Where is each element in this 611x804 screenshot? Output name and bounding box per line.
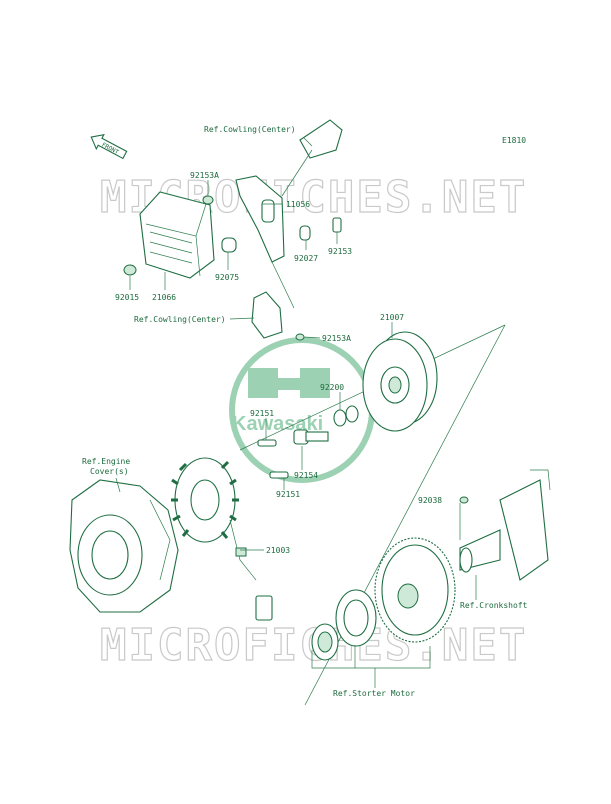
label-ref-engine-1: Ref.Engine: [82, 457, 130, 466]
bolt-92153A-mid: [295, 333, 305, 341]
bolt-92151-b: [269, 471, 289, 479]
bolt-92154: [293, 429, 329, 445]
key-92038: [459, 496, 469, 504]
label-92015: 92015: [115, 293, 139, 302]
bracket-11056: [235, 119, 343, 263]
collar-92075: [221, 237, 237, 253]
grommet-92027: [299, 225, 311, 241]
label-92153A-mid: 92153A: [322, 334, 351, 343]
label-ref-cowling-top: Ref.Cowling(Center): [204, 125, 296, 134]
label-92153: 92153: [328, 247, 352, 256]
label-92151-a: 92151: [250, 409, 274, 418]
label-21066: 21066: [152, 293, 176, 302]
bolt-92151-a: [257, 439, 277, 447]
label-ref-engine-2: Cover(s): [90, 467, 129, 476]
label-92038: 92038: [418, 496, 442, 505]
regulator-21066: [139, 191, 215, 279]
front-arrow: FRONT: [90, 133, 128, 160]
stator-21003: [171, 457, 273, 621]
label-21007: 21007: [380, 313, 404, 322]
label-ref-crankshaft: Ref.Cronkshoft: [460, 601, 528, 610]
nut-92015: [123, 264, 137, 276]
crankshaft: [459, 469, 551, 581]
label-21003: 21003: [266, 546, 290, 555]
label-92027: 92027: [294, 254, 318, 263]
diagram-code: E1810: [502, 136, 526, 145]
washer-92200: [333, 409, 347, 427]
label-11056: 11056: [286, 200, 310, 209]
rotor-21007: [362, 331, 438, 432]
label-92075: 92075: [215, 273, 239, 282]
label-ref-starter-motor: Ref.Storter Motor: [333, 689, 415, 698]
bolt-92153A-top: [202, 195, 214, 205]
engine-cover: [69, 479, 179, 613]
label-92153A-top: 92153A: [190, 171, 219, 180]
starter-gear: [374, 537, 456, 643]
label-ref-cowling-mid: Ref.Cowling(Center): [134, 315, 226, 324]
bolt-92153: [332, 217, 342, 233]
label-92151-b: 92151: [276, 490, 300, 499]
label-92200: 92200: [320, 383, 344, 392]
label-92154: 92154: [294, 471, 318, 480]
bracket-lower: [251, 261, 295, 339]
